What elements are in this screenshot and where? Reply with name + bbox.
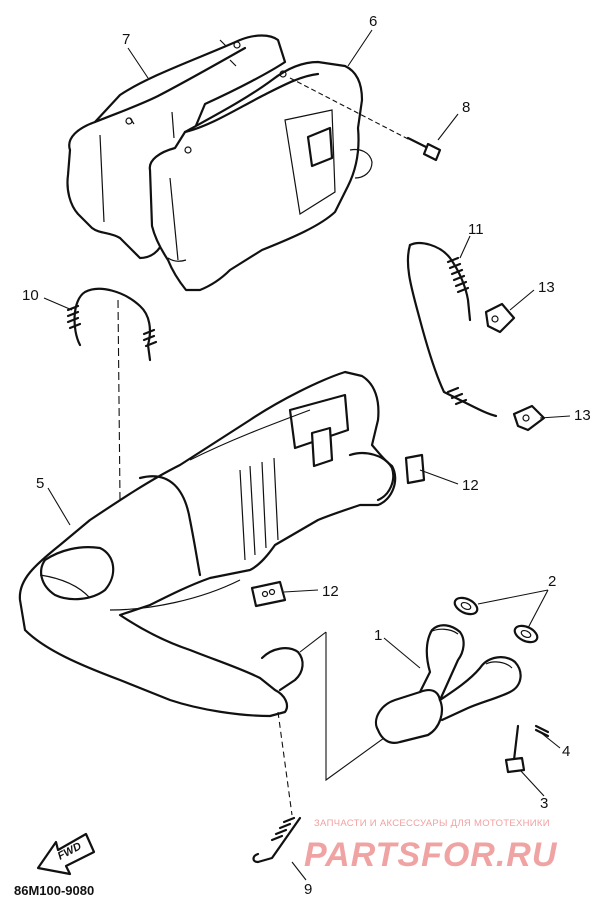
part-6-inner-cover	[148, 60, 373, 292]
part-7-outer-cover	[66, 34, 287, 260]
part-13-bracket	[484, 302, 546, 432]
callout-1: 1	[374, 627, 382, 644]
callout-11: 11	[468, 221, 484, 238]
callout-4: 4	[562, 743, 570, 760]
part-5-muffler	[18, 370, 397, 718]
callout-12b: 12	[322, 583, 339, 600]
callout-5: 5	[36, 475, 44, 492]
part-3-bolt	[504, 724, 526, 774]
forward-arrow-icon: FWD	[36, 832, 96, 876]
callout-6: 6	[369, 13, 377, 30]
part-2-gasket	[453, 596, 539, 644]
callout-13a: 13	[538, 279, 555, 296]
callout-8: 8	[462, 99, 470, 116]
part-8-bolt	[406, 136, 442, 162]
callout-13b: 13	[574, 407, 591, 424]
part-12-damper	[250, 453, 426, 608]
part-11-spring	[406, 241, 498, 418]
callout-3: 3	[540, 795, 548, 812]
part-9-spring	[252, 816, 302, 864]
part-1-exhaust-pipe	[374, 624, 522, 744]
leader-lines	[43, 29, 571, 881]
watermark-brand: PARTSFOR.RU	[304, 836, 558, 874]
diagram-code: 86M100-9080	[14, 883, 94, 898]
callout-9: 9	[304, 881, 312, 898]
callout-2: 2	[548, 573, 556, 590]
callout-12a: 12	[462, 477, 479, 494]
part-4-washer	[534, 724, 550, 738]
callout-7: 7	[122, 31, 130, 48]
watermark-tagline: ЗАПЧАСТИ И АКСЕССУАРЫ ДЛЯ МОТОТЕХНИКИ	[314, 818, 550, 829]
part-10-spring	[66, 287, 158, 362]
callout-10: 10	[22, 287, 39, 304]
